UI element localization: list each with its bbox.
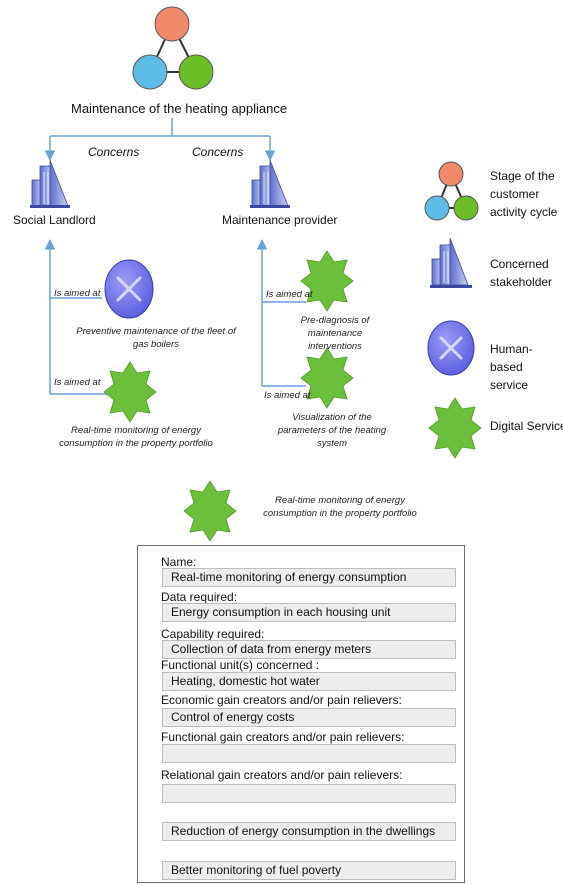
digital-service-icon <box>300 250 354 312</box>
digital-service-icon <box>103 361 157 423</box>
field-value-economic-gain: Control of energy costs <box>162 708 456 727</box>
detail-service-title: Real-time monitoring of energy consumpti… <box>263 495 417 519</box>
aimed-connector <box>256 238 306 387</box>
service-detail-card: Name: Real-time monitoring of energy con… <box>137 545 465 883</box>
legend-stage-label: Stage of the customer activity cycle <box>490 169 558 219</box>
aimed-at-label: Is aimed at <box>266 289 313 300</box>
stage-cycle-icon <box>132 6 214 90</box>
diagram-canvas <box>30 6 482 542</box>
field-value-reduction: Reduction of energy consumption in the d… <box>162 822 456 841</box>
service-pre-diagnosis: Pre-diagnosis of maintenance interventio… <box>300 315 370 352</box>
legend-digital-service-label: Digital Service <box>490 419 563 433</box>
aimed-connector <box>44 238 108 395</box>
stakeholder-maintenance-provider: Maintenance provider <box>222 213 338 227</box>
field-value-fuel-poverty: Better monitoring of fuel poverty <box>162 861 456 880</box>
building-icon <box>250 159 290 208</box>
field-value-functional-unit: Heating, domestic hot water <box>162 672 456 691</box>
field-label-functional-gain: Functional gain creators and/or pain rel… <box>161 730 405 744</box>
digital-service-icon <box>183 480 237 542</box>
field-label-economic-gain: Economic gain creators and/or pain relie… <box>161 693 402 707</box>
field-value-functional-gain <box>162 744 456 763</box>
field-label-data-required: Data required: <box>161 590 238 604</box>
aimed-at-label: Is aimed at <box>54 377 101 388</box>
legend-digital-service-icon <box>428 397 482 459</box>
digital-service-icon <box>300 347 354 409</box>
concerns-label-right: Concerns <box>192 145 244 159</box>
service-preventive-maintenance: Preventive maintenance of the fleet of g… <box>76 326 236 350</box>
field-label-relational-gain: Relational gain creators and/or pain rel… <box>161 768 403 782</box>
concerns-connector <box>44 118 276 162</box>
human-service-icon <box>104 259 154 319</box>
legend-stage-icon <box>424 161 479 221</box>
concerns-label-left: Concerns <box>88 145 140 159</box>
field-value-capability: Collection of data from energy meters <box>162 640 456 659</box>
building-icon <box>30 159 70 208</box>
aimed-at-label: Is aimed at <box>264 390 311 401</box>
stakeholder-social-landlord: Social Landlord <box>13 213 96 227</box>
field-value-name: Real-time monitoring of energy consumpti… <box>162 568 456 587</box>
stage-label: Maintenance of the heating appliance <box>71 101 288 116</box>
field-label-capability: Capability required: <box>161 627 265 641</box>
legend-building-icon <box>430 237 472 288</box>
service-visualization: Visualization of the parameters of the h… <box>277 412 387 449</box>
field-value-data-required: Energy consumption in each housing unit <box>162 603 456 622</box>
aimed-at-label: Is aimed at <box>54 288 101 299</box>
service-realtime-monitoring: Real-time monitoring of energy consumpti… <box>59 425 213 449</box>
field-value-relational-gain <box>162 784 456 803</box>
field-label-functional-unit: Functional unit(s) concerned : <box>161 658 320 672</box>
legend-human-service-label: Human-based service <box>490 342 533 392</box>
field-label-name: Name: <box>161 555 197 569</box>
legend-human-service-icon <box>427 320 475 376</box>
legend-stakeholder-label: Concerned stakeholder <box>490 257 553 289</box>
